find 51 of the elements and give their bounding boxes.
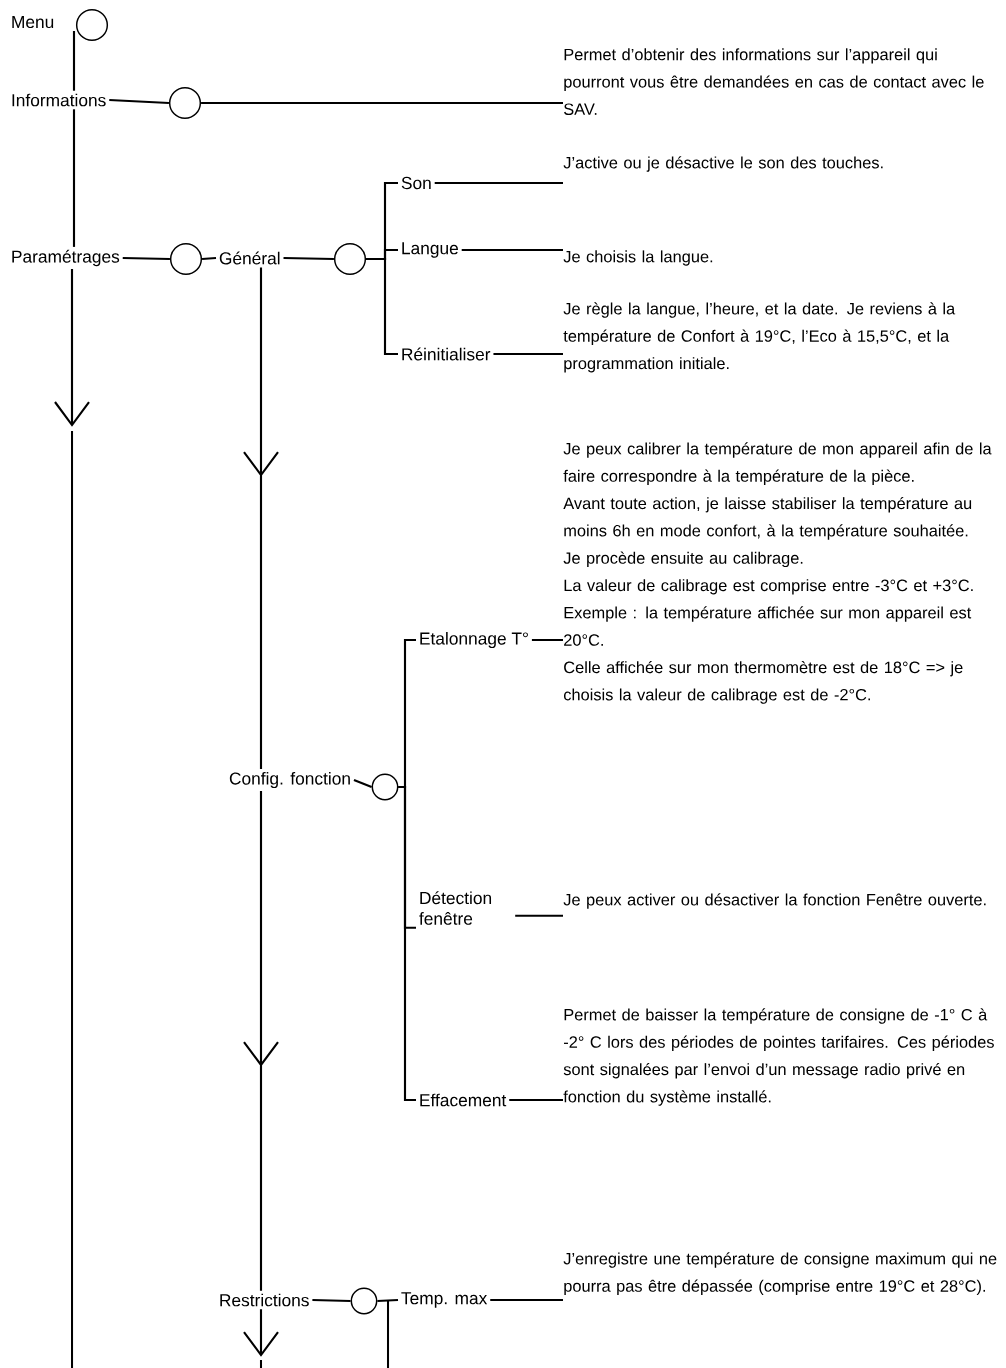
circle — [169, 242, 203, 276]
circle — [350, 1287, 378, 1315]
menu-label: Effacement — [420, 1093, 507, 1107]
arrow — [242, 266, 280, 771]
menu-label: Son — [401, 176, 431, 190]
menu-label: Config. fonction — [229, 771, 350, 789]
menu-label: Réinitialiser — [402, 347, 491, 361]
connector-line — [312, 1298, 351, 1303]
menu-label: Informations — [12, 93, 106, 107]
description-text: Je peux calibrer la température de mon appareil afin de la faire correspondre à la température de la pièce. Avant toute action, je laisse stabiliser la température au moins 6h en mode confort, à la température souhaitée. Je procède ensuite au calibrage. La valeur de calibrage est comprise entre -3°C et +3°C. Exemple : la température affichée sur mon appareil est 20°C. Celle affichée sur mon thermomètre est de 18°C => je choisis la valeur de calibrage est de -2°C. — [563, 442, 992, 704]
description-text: Je choisis la langue. — [563, 250, 713, 266]
connector-line — [72, 109, 76, 247]
menu-label: Menu — [12, 15, 54, 29]
description-text: Permet de baisser la température de consigne de -1° C à -2° C lors des périodes de pointes tarifaires. Ces périodes sont signalées par l’envoi d’un message radio privé en fonction du système installé. — [563, 1008, 994, 1106]
connector-line — [202, 256, 217, 261]
description-text: J’enregistre une température de consigne maximum qui ne pourra pas être dépassée (comprise entre 19°C et 28°C). — [563, 1252, 997, 1296]
connector-line — [515, 914, 563, 917]
connector-line — [398, 785, 416, 1102]
connector-line — [493, 352, 563, 356]
connector-line — [377, 1298, 399, 1303]
description-text: Permet d’obtenir des informations sur l’appareil qui pourront vous être demandées en cas de contact avec le SAV. — [564, 48, 984, 115]
menu-label: Paramétrages — [12, 249, 120, 267]
connector-line — [283, 256, 334, 261]
description-text: Je peux activer ou désactiver la fonction Fenêtre ouverte. — [563, 893, 986, 909]
menu-label: Détection fenêtre — [419, 891, 491, 925]
circle — [371, 773, 399, 801]
connector-line — [122, 256, 170, 261]
circle — [333, 242, 367, 276]
connector-line — [461, 248, 563, 252]
connector-line — [353, 779, 372, 788]
menu-label: Général — [219, 251, 280, 265]
connector-line — [490, 1298, 563, 1302]
circle — [168, 86, 202, 120]
connector-line — [434, 181, 563, 185]
arrow — [53, 268, 91, 427]
description-text: J’active ou je désactive le son des touches. — [563, 156, 883, 172]
arrow — [242, 789, 280, 1292]
arrow — [242, 1308, 280, 1357]
connector-line — [531, 638, 563, 642]
connector-line — [109, 98, 169, 105]
connector-line — [386, 1301, 390, 1368]
connector-line — [509, 1098, 563, 1102]
menu-label: Temp. max — [401, 1292, 488, 1308]
connector-line — [201, 101, 563, 105]
connector-line — [366, 257, 398, 356]
menu-label: Langue — [402, 242, 458, 258]
description-text: Je règle la langue, l’heure, et la date. Je reviens à la température de Confort à 19°C, l’Eco à 15,5°C, et la programmation initiale. — [563, 302, 956, 373]
circle — [75, 8, 109, 42]
connector-line — [72, 31, 76, 91]
menu-label: Restrictions — [220, 1293, 309, 1307]
menu-label: Etalonnage T° — [420, 631, 528, 649]
